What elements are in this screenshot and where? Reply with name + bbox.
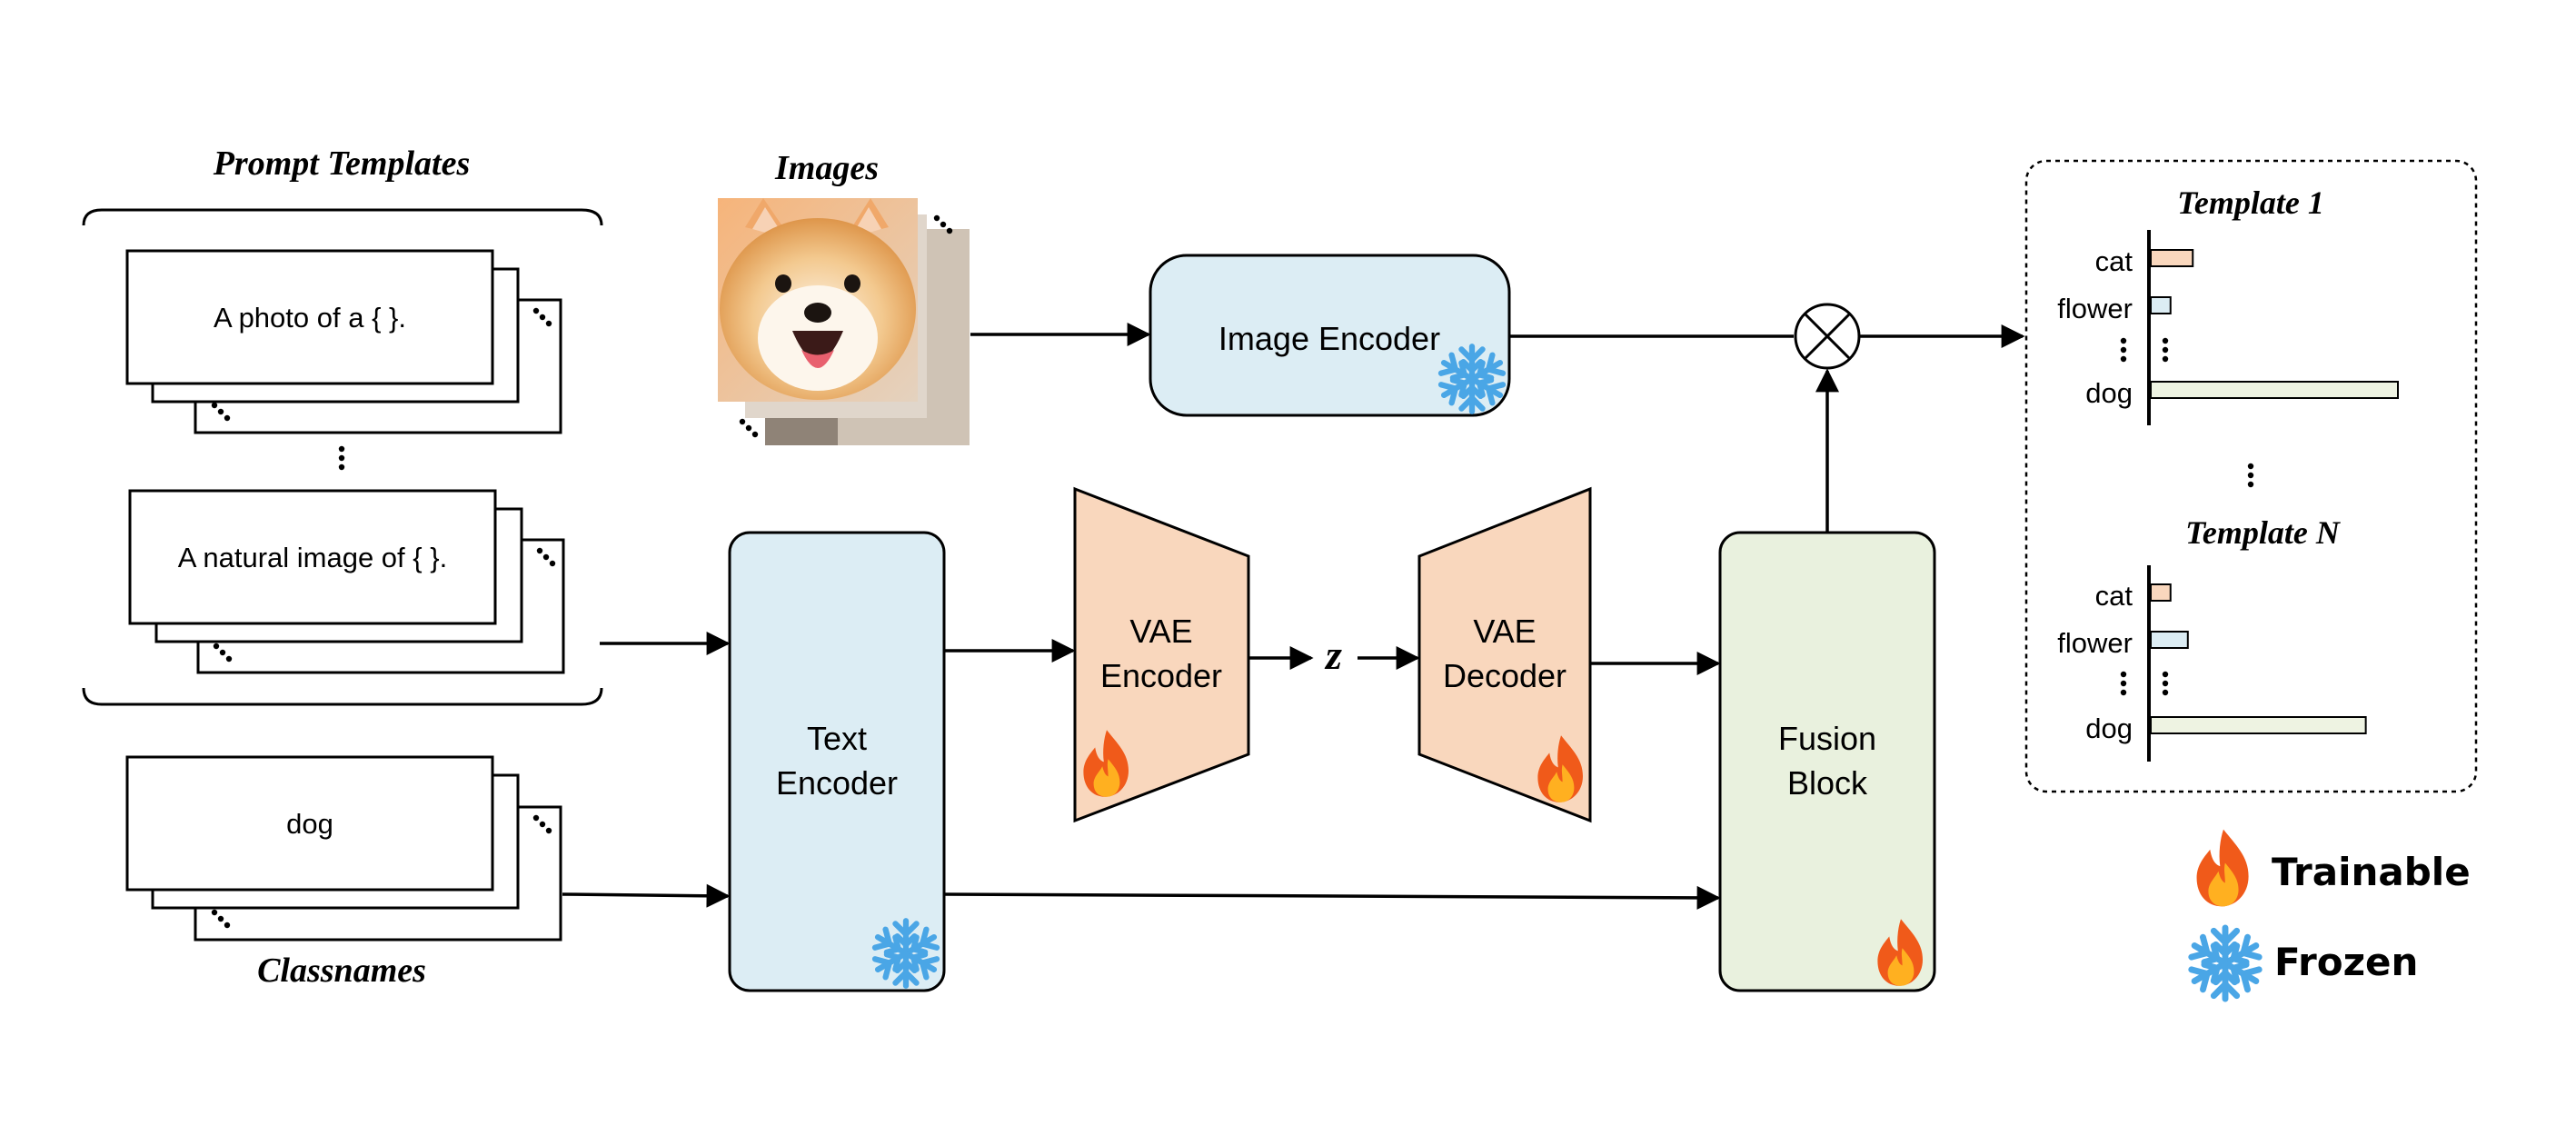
score-bar-dog [2150, 716, 2367, 734]
fusion-block: Fusion Block [1718, 531, 1936, 992]
text-encoder-label-line2: Encoder [776, 764, 898, 802]
prompt-template-text: A photo of a { }. [214, 302, 406, 334]
ellipsis-icon [2120, 337, 2127, 363]
score-bar-cat [2150, 583, 2172, 602]
results-template-1: Template 1 cat flower dog [2057, 184, 2399, 425]
class-label: cat [2095, 245, 2133, 277]
multiply-circle-icon [1794, 303, 1861, 370]
vae-decoder-block: VAE Decoder [1417, 486, 1592, 823]
text-encoder-block: Text Encoder [728, 531, 946, 992]
image-encoder-label: Image Encoder [1218, 320, 1440, 357]
classnames-title: Classnames [257, 952, 426, 990]
snowflake-icon [2189, 928, 2262, 999]
legend: Trainable Frozen [2189, 829, 2471, 999]
results-panel [2024, 159, 2478, 793]
class-label: dog [2085, 377, 2133, 409]
ellipsis-icon [739, 418, 759, 438]
arrow-text-encoder-to-fusion [943, 885, 1721, 910]
image-stack [718, 198, 970, 445]
fusion-block-label-line1: Fusion [1778, 720, 1876, 757]
images-title: Images [774, 149, 879, 187]
vae-decoder-label-line1: VAE [1473, 613, 1536, 650]
prompt-template-card-1: A photo of a { }. [125, 249, 562, 434]
bottom-brace [82, 687, 603, 706]
vae-encoder-label-line1: VAE [1129, 613, 1192, 650]
fusion-block-label-line2: Block [1787, 764, 1868, 802]
class-label: cat [2095, 580, 2133, 612]
arrow-classnames-to-text-encoder [562, 883, 731, 908]
text-encoder-label-line1: Text [807, 720, 867, 757]
legend-trainable-label: Trainable [2272, 850, 2471, 894]
results-template-n: Template N cat flower dog [2057, 514, 2367, 762]
score-bar-flower [2150, 631, 2189, 649]
image-encoder-block: Image Encoder [1149, 254, 1511, 417]
prompt-template-card-2: A natural image of { }. [128, 489, 565, 674]
dog-photo [718, 198, 918, 402]
template-1-title: Template 1 [2177, 184, 2324, 221]
fire-icon [2196, 829, 2249, 907]
arrows [562, 323, 2025, 910]
vae-encoder-block: VAE Encoder [1073, 486, 1250, 823]
latent-z: z [1324, 632, 1342, 678]
vae-encoder-label-line2: Encoder [1100, 657, 1222, 694]
score-bar-flower [2150, 296, 2172, 314]
prompt-templates-title: Prompt Templates [213, 144, 471, 183]
ellipsis-icon [2120, 671, 2127, 696]
class-label: flower [2057, 627, 2133, 659]
ellipsis-icon [338, 445, 345, 471]
ellipsis-icon [2162, 671, 2169, 696]
top-brace [82, 208, 603, 226]
ellipsis-icon [2162, 337, 2169, 363]
vae-decoder-label-line2: Decoder [1443, 657, 1566, 694]
legend-frozen-label: Frozen [2274, 940, 2418, 984]
class-label: flower [2057, 293, 2133, 324]
classname-card: dog [125, 755, 562, 942]
score-bar-dog [2150, 381, 2399, 399]
score-bar-cat [2150, 249, 2194, 267]
classname-text: dog [286, 808, 333, 840]
prompt-template-text: A natural image of { }. [178, 542, 447, 573]
template-n-title: Template N [2185, 514, 2342, 551]
class-label: dog [2085, 713, 2133, 744]
ellipsis-icon [2247, 463, 2254, 488]
